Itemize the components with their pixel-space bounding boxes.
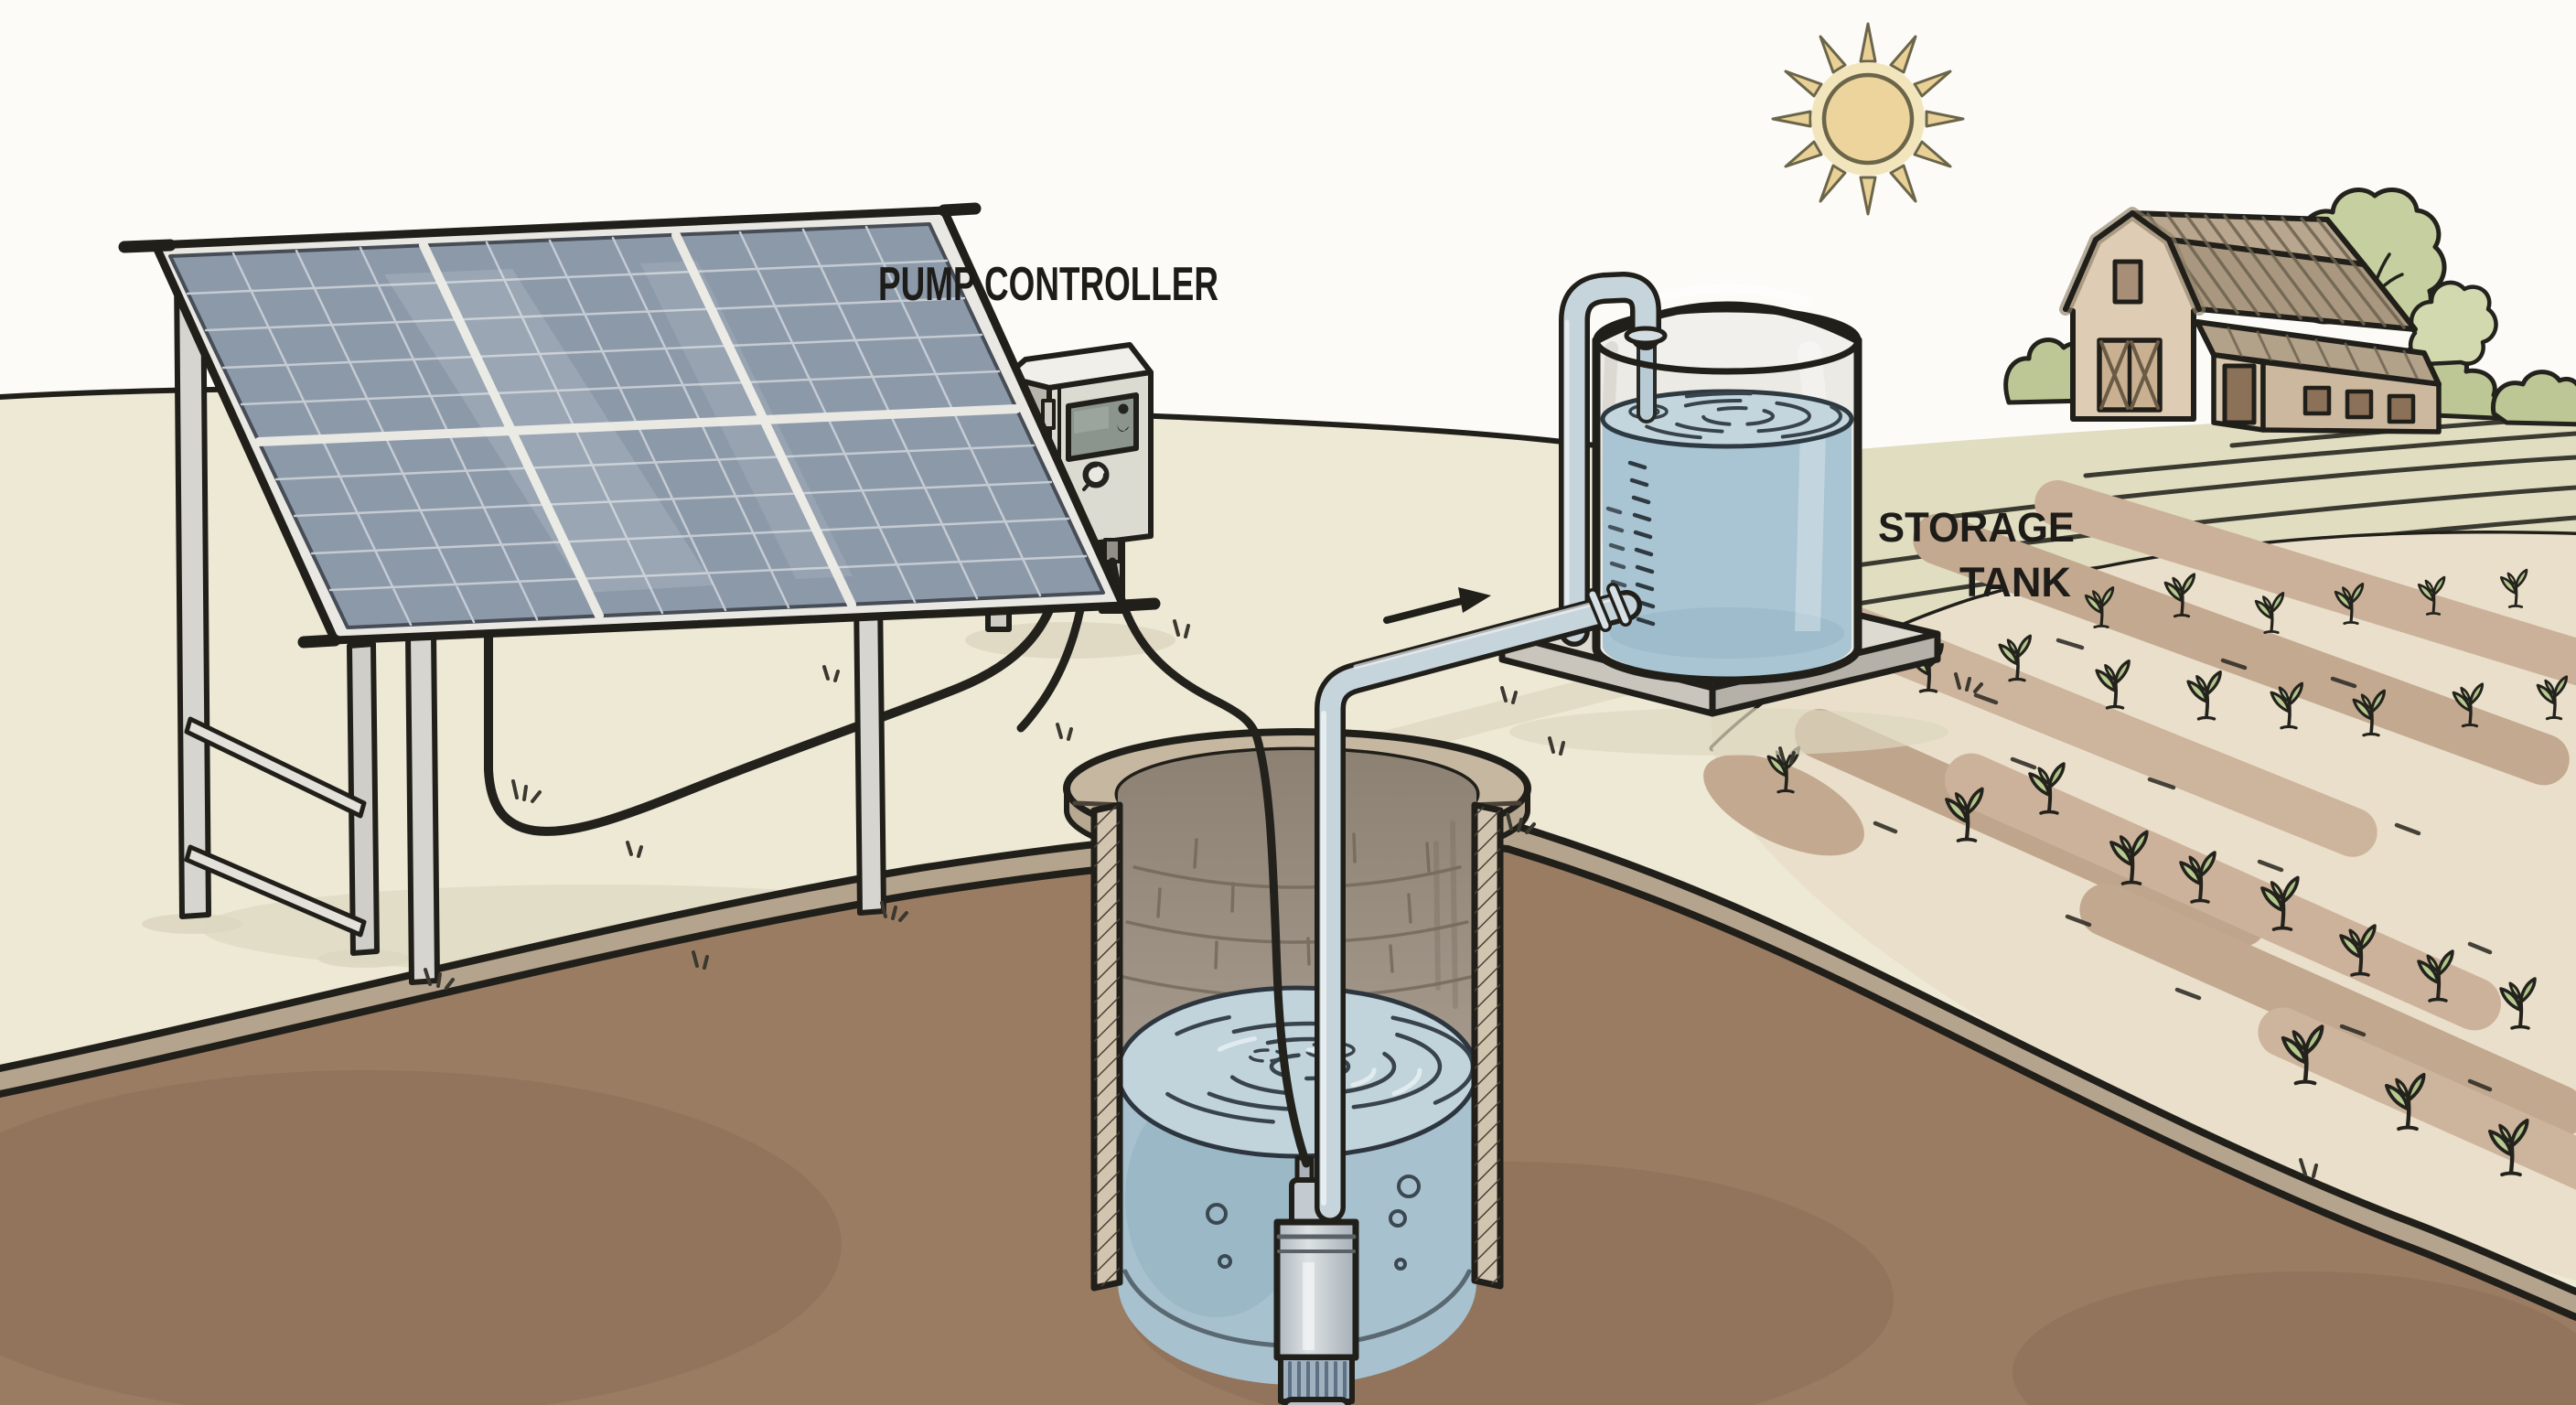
label-pump-controller: PUMP CONTROLLER bbox=[878, 258, 1218, 311]
panel-glare bbox=[384, 261, 853, 593]
field-dashes bbox=[1873, 638, 2493, 1092]
bubbles bbox=[1206, 1174, 1421, 1271]
inlet-flange bbox=[1624, 326, 1668, 346]
cable-to-pump bbox=[1108, 557, 1311, 1168]
tank-water bbox=[1600, 389, 1854, 677]
brick-joints bbox=[1122, 820, 1473, 1009]
controller-dial bbox=[1082, 461, 1110, 491]
riser-pipe bbox=[1315, 583, 1642, 1223]
labels: PUMP CONTROLLER STORAGE TANK bbox=[878, 258, 2075, 606]
barn-doors bbox=[2097, 338, 2163, 413]
well bbox=[1063, 728, 1531, 1405]
flow-arrow-icon bbox=[1383, 587, 1491, 624]
tank-inlet-pipe bbox=[1559, 272, 1668, 647]
cable-to-solar bbox=[484, 564, 1066, 836]
barn-window bbox=[2112, 259, 2143, 305]
grass-tufts bbox=[424, 619, 2318, 1178]
pipe-coupling bbox=[1586, 583, 1632, 632]
crop-field bbox=[1703, 479, 2576, 1281]
label-storage-tank-line1: STORAGE bbox=[1878, 504, 2075, 551]
shed bbox=[2195, 319, 2442, 434]
tank-level-ticks bbox=[1605, 460, 1656, 627]
label-storage-tank-line2: TANK bbox=[1959, 559, 2072, 606]
controller-indicator-lights bbox=[1117, 403, 1129, 433]
storage-tank bbox=[1592, 284, 1862, 685]
solar-panel bbox=[118, 202, 1161, 649]
barn bbox=[2003, 187, 2576, 434]
storage-tank-group bbox=[1498, 272, 1941, 717]
controller-screen bbox=[1066, 392, 1139, 462]
sun-icon bbox=[1771, 22, 1965, 216]
solar-array-group bbox=[118, 202, 1161, 985]
